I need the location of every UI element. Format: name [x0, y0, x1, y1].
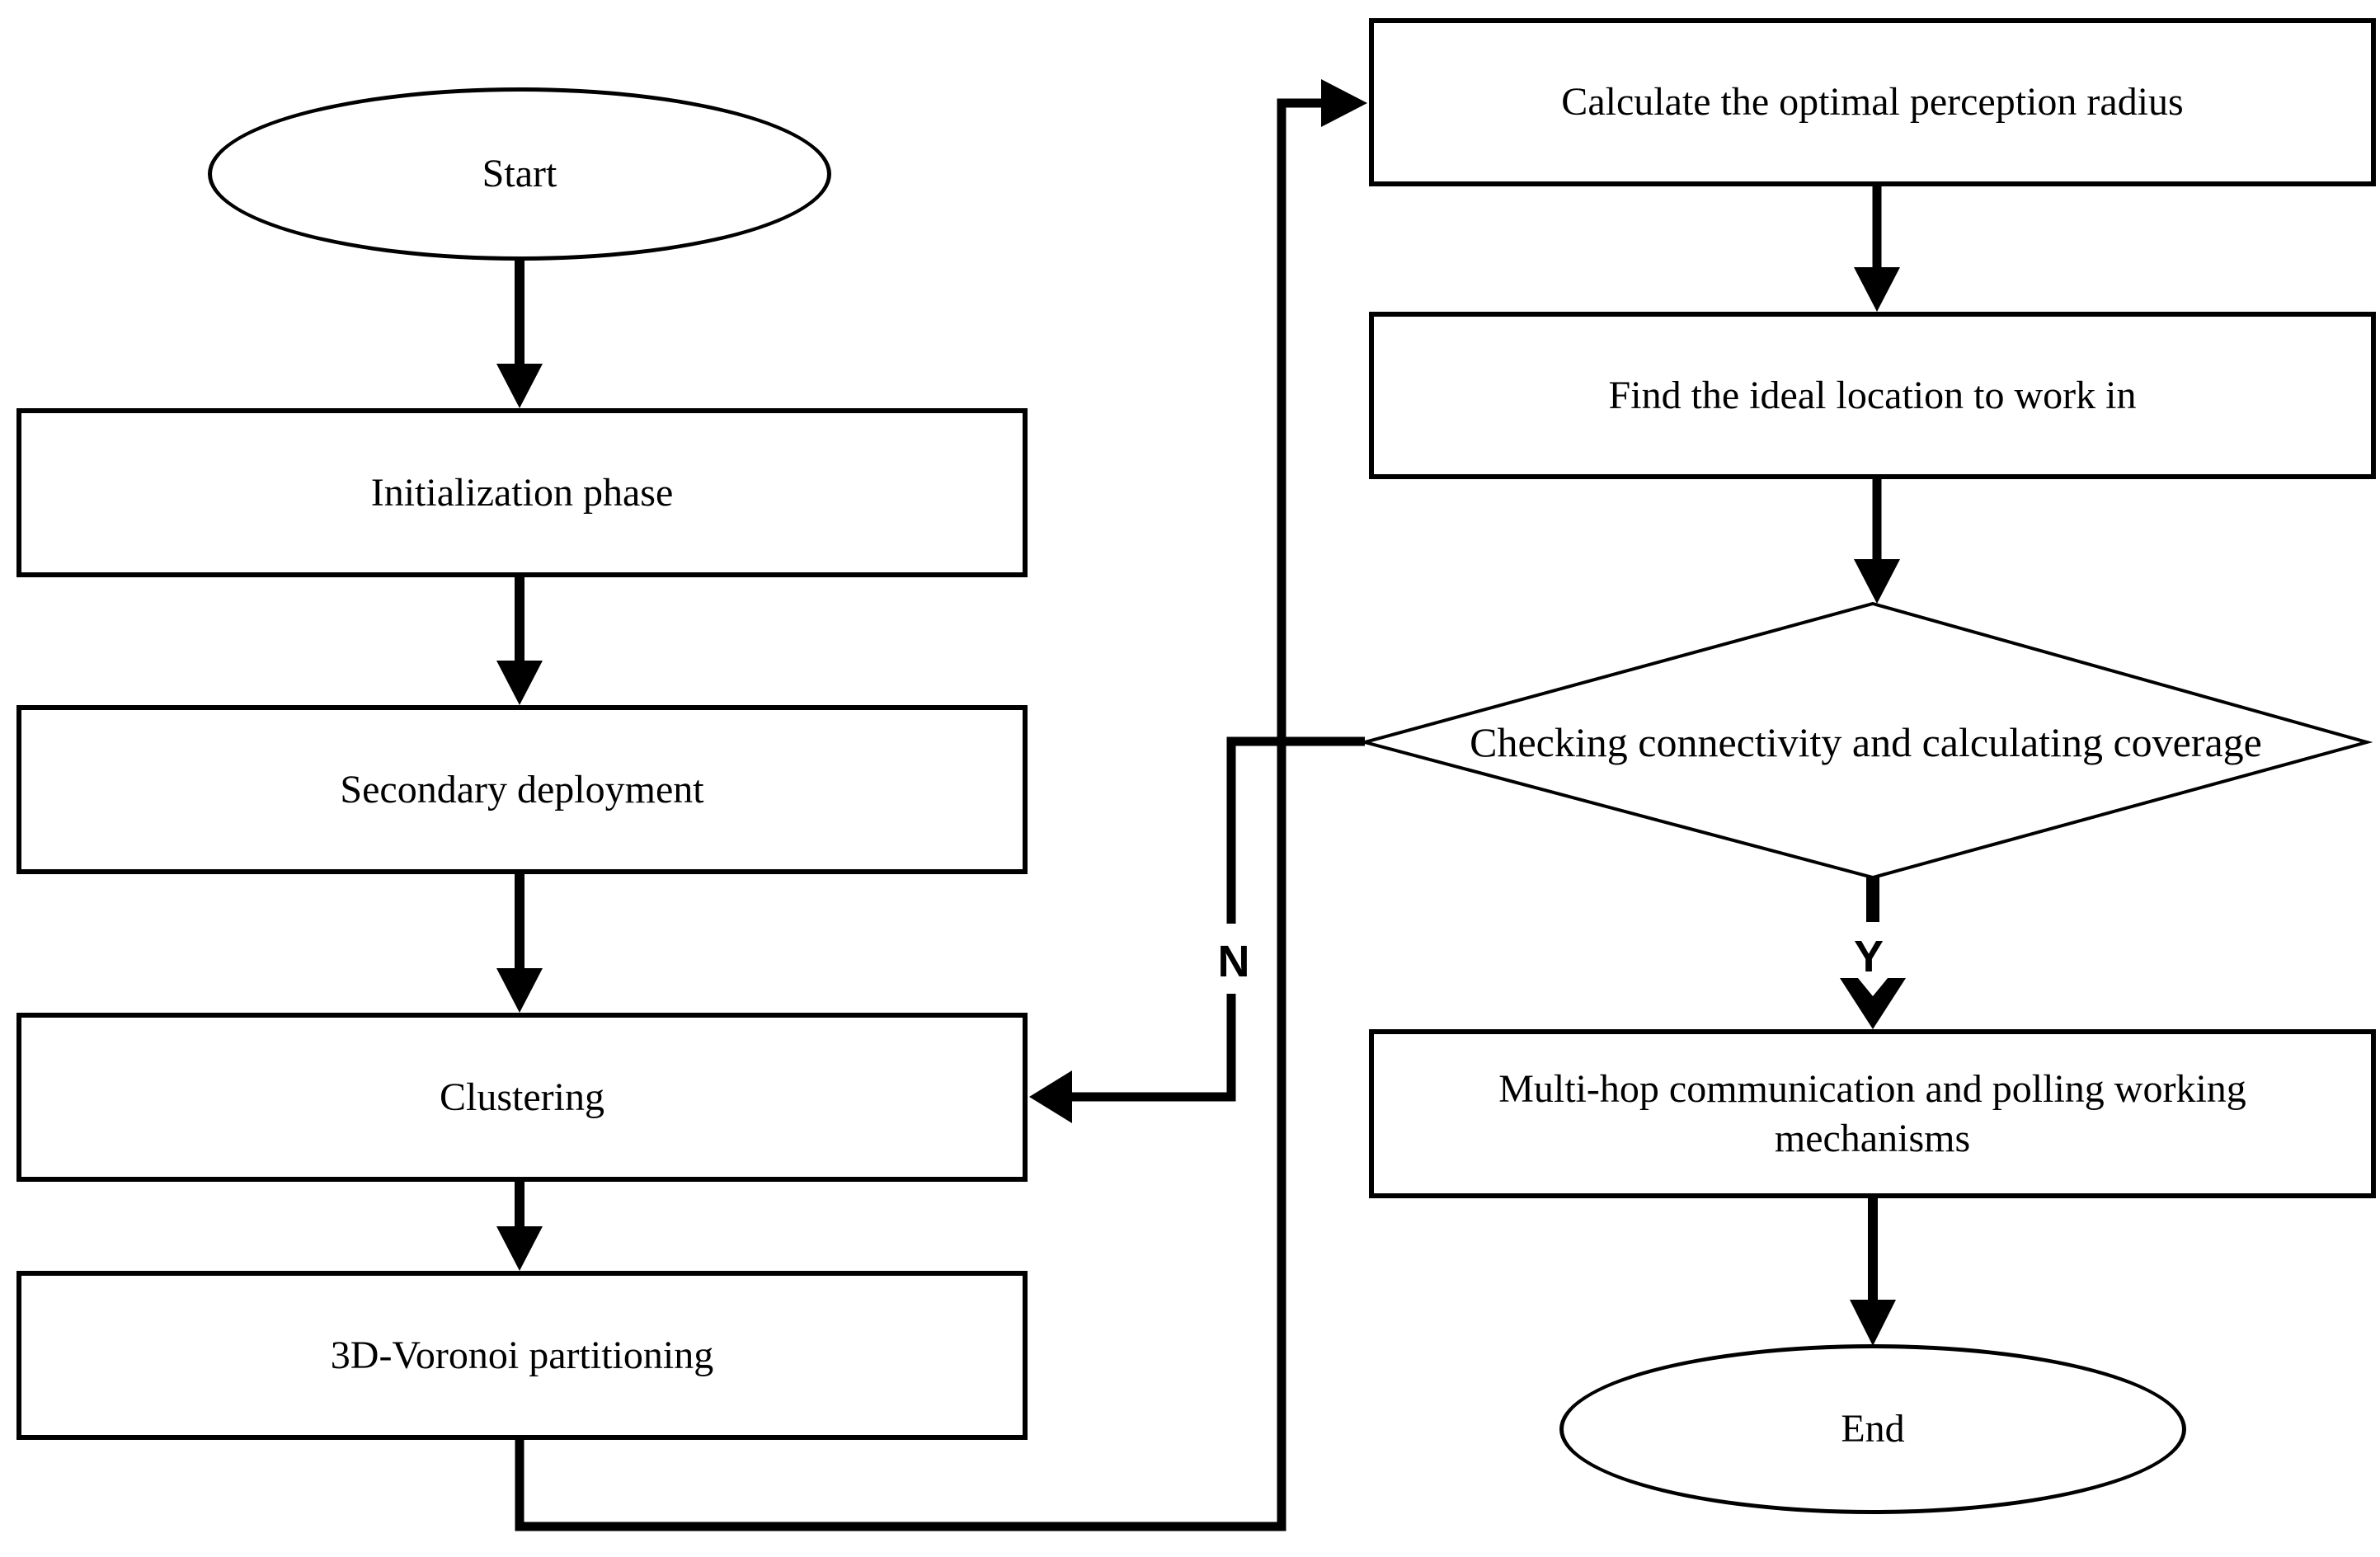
connector-check-no-upper [1226, 736, 1365, 924]
branch-label-yes: Y [1853, 932, 1884, 981]
node-secondary-deployment-label: Secondary deployment [340, 767, 704, 811]
node-multi-hop-label: Multi-hop communication and polling work… [1498, 1066, 2246, 1160]
node-ideal-location-label: Find the ideal location to work in [1608, 373, 2137, 417]
node-perception-radius-label: Calculate the optimal perception radius [1561, 80, 2184, 124]
decision-diamond-shape [1358, 601, 2373, 880]
arrowhead-into-clustering-right [1029, 1070, 1072, 1123]
connector-check-no-lower [1072, 994, 1236, 1102]
node-ideal-location: Find the ideal location to work in [1369, 312, 2376, 479]
connector-voronoi-to-perception-radius [515, 98, 1324, 1531]
node-voronoi-partitioning-label: 3D-Voronoi partitioning [330, 1333, 714, 1377]
node-start: Start [208, 87, 831, 261]
node-perception-radius: Calculate the optimal perception radius [1369, 18, 2376, 186]
arrowhead-into-voronoi [496, 1226, 543, 1271]
node-start-label: Start [482, 152, 557, 195]
branch-label-no: N [1217, 937, 1250, 986]
arrowhead-into-initialization [496, 364, 543, 408]
node-initialization-phase: Initialization phase [16, 408, 1028, 577]
node-connectivity-check-label: Checking connectivity and calculating co… [1365, 709, 2367, 775]
arrowhead-into-multi-hop [1840, 978, 1906, 1029]
node-end-label: End [1841, 1407, 1905, 1451]
node-multi-hop: Multi-hop communication and polling work… [1369, 1029, 2376, 1198]
node-voronoi-partitioning: 3D-Voronoi partitioning [16, 1271, 1028, 1440]
node-clustering-label: Clustering [440, 1075, 604, 1119]
connectivity-check-text: Checking connectivity and calculating co… [1470, 719, 2262, 765]
node-end: End [1559, 1344, 2186, 1514]
arrowhead-into-clustering-top [496, 968, 543, 1013]
arrowhead-into-ideal-location [1854, 267, 1900, 312]
arrowhead-into-end [1850, 1300, 1896, 1346]
node-clustering: Clustering [16, 1013, 1028, 1182]
arrowhead-into-secondary [496, 661, 543, 705]
arrowhead-into-perception-radius [1321, 79, 1367, 127]
node-secondary-deployment: Secondary deployment [16, 705, 1028, 874]
node-initialization-phase-label: Initialization phase [370, 470, 674, 515]
arrowhead-into-check [1854, 559, 1900, 604]
